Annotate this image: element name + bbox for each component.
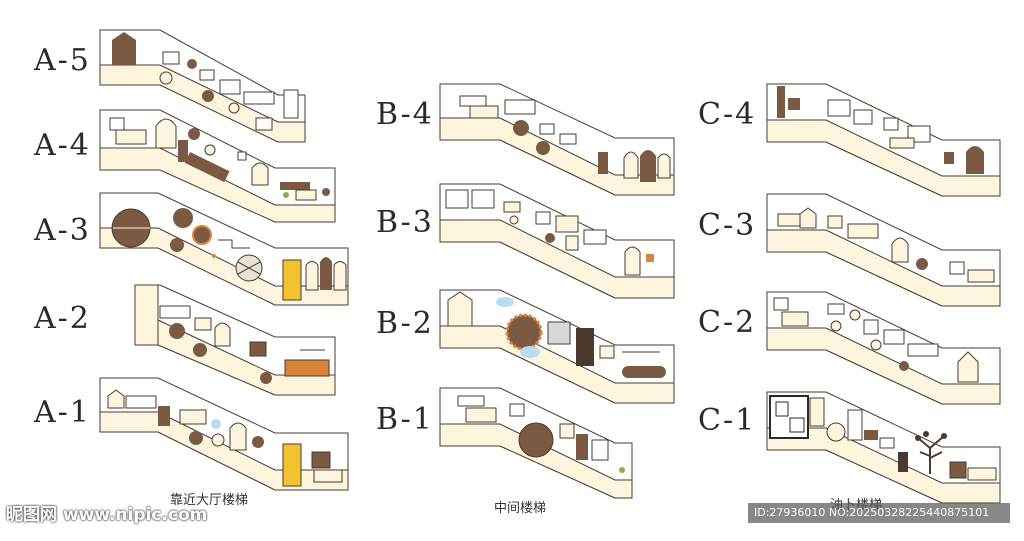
panel-label-b3: B-3 [376, 205, 434, 240]
panel-b3 [439, 183, 675, 299]
panel-b1 [439, 387, 633, 499]
panel-label-b4: B-4 [376, 97, 434, 132]
caption-section-a: 靠近大厅楼梯 [170, 493, 249, 508]
panel-c1 [766, 391, 1001, 504]
panel-label-a4: A-4 [34, 128, 91, 163]
panel-label-a2: A-2 [34, 301, 91, 336]
panel-label-c4: C-4 [698, 97, 757, 132]
panel-b4 [439, 83, 675, 196]
caption-section-b: 中间楼梯 [494, 501, 547, 516]
panel-c4 [766, 83, 1001, 197]
watermark-text: 昵图网 www.nipic.com [6, 505, 208, 525]
panel-label-c2: C-2 [698, 305, 757, 340]
panel-a4 [99, 109, 336, 223]
panel-label-b2: B-2 [376, 306, 434, 341]
panel-a3 [99, 192, 349, 306]
panel-label-a3: A-3 [34, 213, 91, 248]
panel-a5 [99, 29, 306, 143]
panel-a2 [134, 284, 336, 396]
arched-door-icon [112, 32, 136, 65]
panel-c2 [766, 291, 1001, 405]
panel-label-a1: A-1 [34, 395, 91, 430]
panel-label-c3: C-3 [698, 208, 757, 243]
panel-label-b1: B-1 [376, 402, 434, 437]
panel-c3 [766, 193, 1001, 307]
panel-b2 [439, 289, 675, 404]
image-id-bar: ID:27936010 NO:20250328225440875101 [748, 503, 1010, 523]
panel-a1 [99, 377, 349, 491]
panel-label-a5: A-5 [34, 43, 91, 78]
panel-label-c1: C-1 [698, 403, 757, 438]
